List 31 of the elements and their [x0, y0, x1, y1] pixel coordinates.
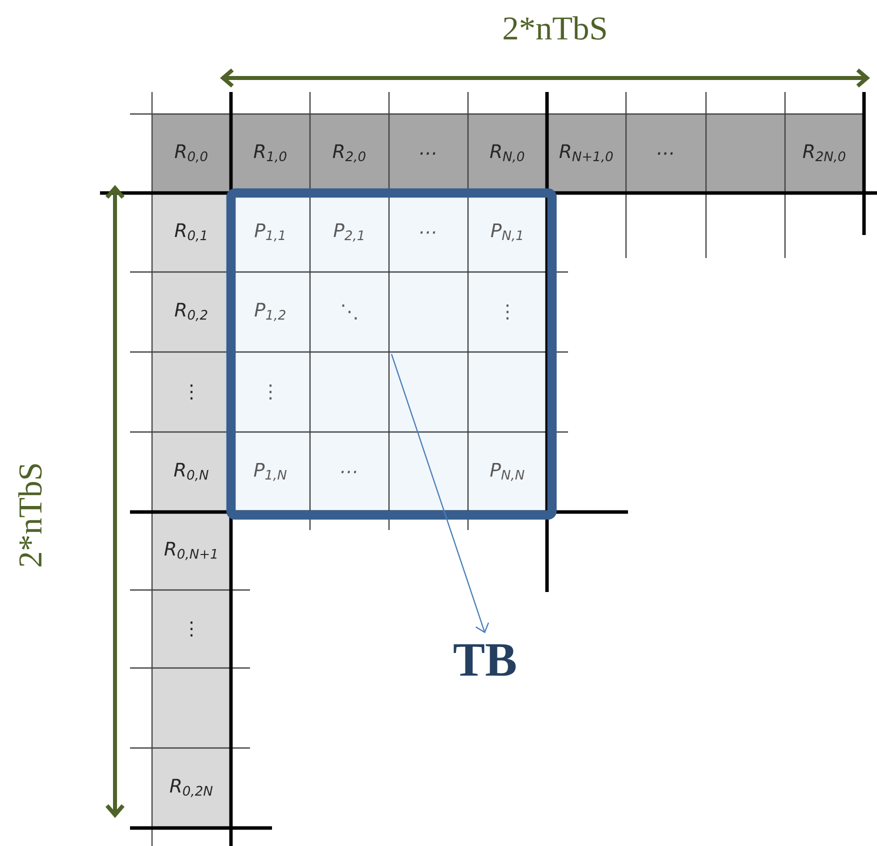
grid-label: P$_{N,1}$	[490, 223, 522, 242]
grid-label: R$_{0,0}$	[174, 144, 208, 163]
grid-label: ⋱	[342, 304, 357, 320]
grid-label: ⋮	[270, 384, 272, 400]
grid-label: R$_{0,N}$	[174, 462, 208, 482]
grid-label: P$_{1,N}$	[254, 462, 287, 482]
grid-label: R$_{N+1,0}$	[559, 144, 613, 163]
grid-label: R$_{N,0}$	[490, 144, 524, 163]
block-label: TB	[454, 644, 516, 676]
grid-label: …	[658, 152, 673, 155]
grid-label: R$_{2,0}$	[332, 144, 366, 163]
grid-label: P$_{1,1}$	[254, 223, 284, 242]
grid-label: R$_{0,N+1}$	[164, 542, 216, 560]
dimension-label: 2*nTbS	[504, 16, 606, 40]
grid-label: R$_{0,1}$	[174, 223, 206, 242]
grid-label: R$_{0,2}$	[174, 302, 208, 322]
grid-label: P$_{1,2}$	[254, 302, 286, 322]
grid-label: R$_{2N,0}$	[802, 144, 846, 163]
block-outline	[226, 188, 557, 520]
leader-line	[390, 354, 490, 634]
grid-label: ⋮	[190, 621, 192, 637]
grid-label: …	[420, 152, 436, 155]
grid-label: ⋮	[190, 384, 192, 400]
grid-label: R$_{0,2N}$	[170, 778, 213, 798]
grid-label: R$_{1,0}$	[254, 144, 286, 163]
dimension-label: 2*nTbS	[18, 464, 42, 566]
grid-label: P$_{N,N}$	[490, 462, 524, 482]
grid-label: …	[420, 231, 436, 234]
grid-label: ⋮	[506, 304, 508, 320]
grid-label: …	[341, 470, 356, 474]
grid-label: P$_{2,1}$	[334, 223, 364, 242]
